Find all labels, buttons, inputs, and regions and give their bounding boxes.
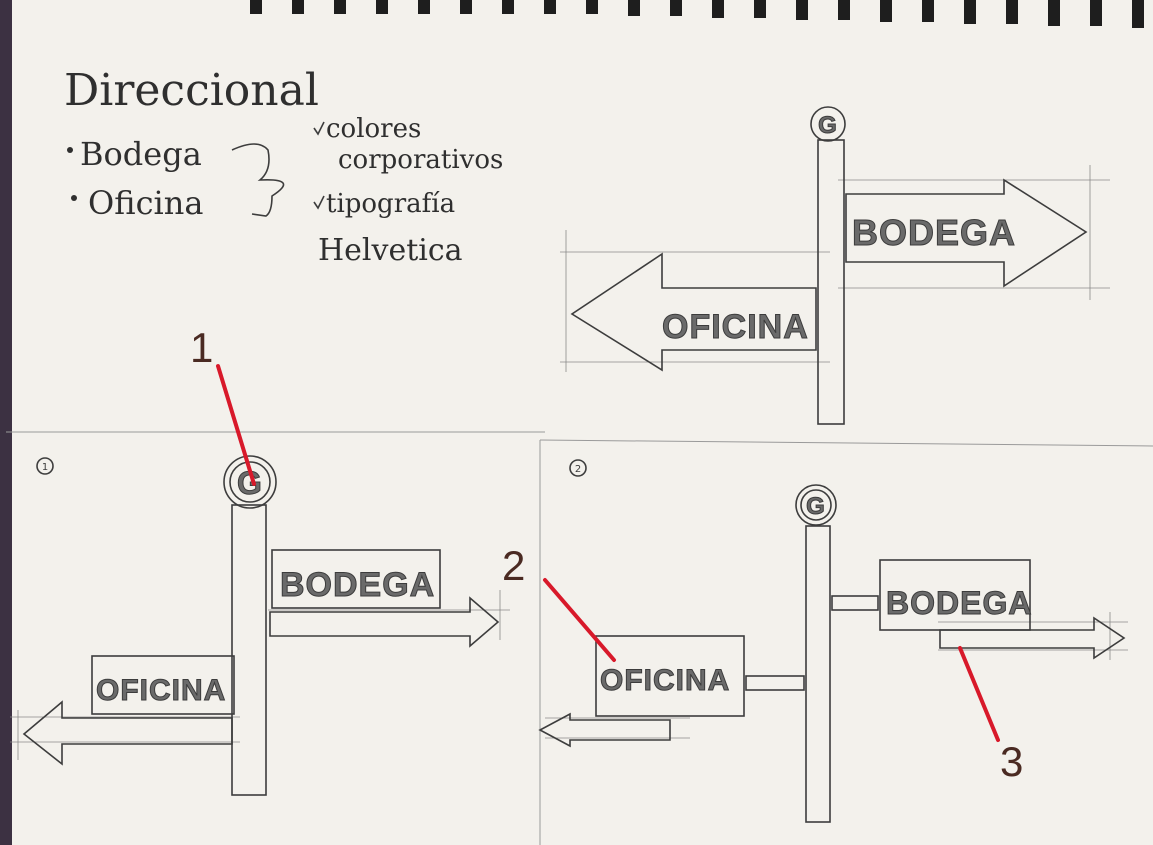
annotation-label-2: 2	[502, 542, 525, 589]
label-oficina-bottom-left: OFICINA	[96, 674, 226, 707]
notes-check-tipografia: tipografía	[326, 189, 455, 219]
notes-title: Direccional	[64, 65, 319, 116]
sketch-bottom-left: 1 G BODEGA OFICINA	[10, 455, 510, 796]
annotation-line-1	[216, 364, 256, 486]
sketch-number: 2	[575, 464, 581, 475]
logo-letter-top: G	[818, 112, 838, 139]
annotation-label-3: 3	[1000, 738, 1023, 785]
divider-line	[539, 439, 1153, 447]
check-mark	[313, 195, 325, 210]
sketch-top: G BODEGA OFICINA	[560, 106, 1110, 425]
sign-pole	[231, 504, 267, 796]
arrow-right-bottom-left	[269, 596, 500, 648]
handwritten-notes: Direccional Bodega Oficina colores corpo…	[64, 65, 503, 268]
sign-board-oficina	[91, 655, 235, 715]
annotation-line-3	[958, 646, 1000, 742]
sketch-bottom-right: 2 G BODEGA OFICINA	[538, 459, 1128, 823]
annotation-line-2	[543, 578, 616, 662]
logo-letter-bottom-right: G	[806, 493, 826, 520]
sign-bracket	[831, 595, 879, 611]
bullet-dot	[71, 195, 77, 201]
sign-pole	[805, 525, 831, 823]
sign-board-bodega	[271, 549, 441, 609]
paper-sheet	[6, 0, 1153, 845]
arrow-right-top	[845, 178, 1088, 288]
notes-bullet-oficina: Oficina	[88, 184, 203, 222]
logo-circle-bottom-left	[223, 455, 277, 509]
arrow-left-bottom-left	[22, 700, 233, 766]
page-edge-shadow	[0, 0, 12, 845]
sign-board-oficina	[595, 635, 745, 717]
logo-circle-bottom-right	[795, 484, 837, 526]
annotation-label-1: 1	[190, 324, 213, 371]
sketch-number: 1	[42, 462, 48, 473]
notes-bullet-bodega: Bodega	[80, 135, 202, 173]
notes-check-colores: colores	[326, 114, 421, 144]
sketch-number-circle	[36, 457, 54, 475]
label-bodega-bottom-right: BODEGA	[886, 585, 1032, 621]
label-bodega-top: BODEGA	[852, 212, 1016, 253]
annotations: 1 2 3	[190, 324, 1023, 785]
notes-check-corporativos: corporativos	[338, 145, 503, 175]
sketch-number-circle	[569, 459, 587, 477]
check-mark	[313, 121, 325, 136]
spiral-binding	[250, 0, 1144, 28]
arrow-left-top	[570, 252, 817, 372]
arrow-left-bottom-right	[538, 712, 671, 748]
curly-brace	[231, 143, 285, 217]
arrow-right-bottom-right	[939, 616, 1126, 660]
sign-bracket	[745, 675, 805, 691]
notes-check-helvetica: Helvetica	[318, 233, 463, 268]
label-oficina-top: OFICINA	[662, 308, 809, 346]
logo-circle-top	[810, 106, 846, 142]
bullet-dot	[67, 147, 73, 153]
label-oficina-bottom-right: OFICINA	[600, 664, 730, 697]
label-bodega-bottom-left: BODEGA	[280, 566, 435, 604]
